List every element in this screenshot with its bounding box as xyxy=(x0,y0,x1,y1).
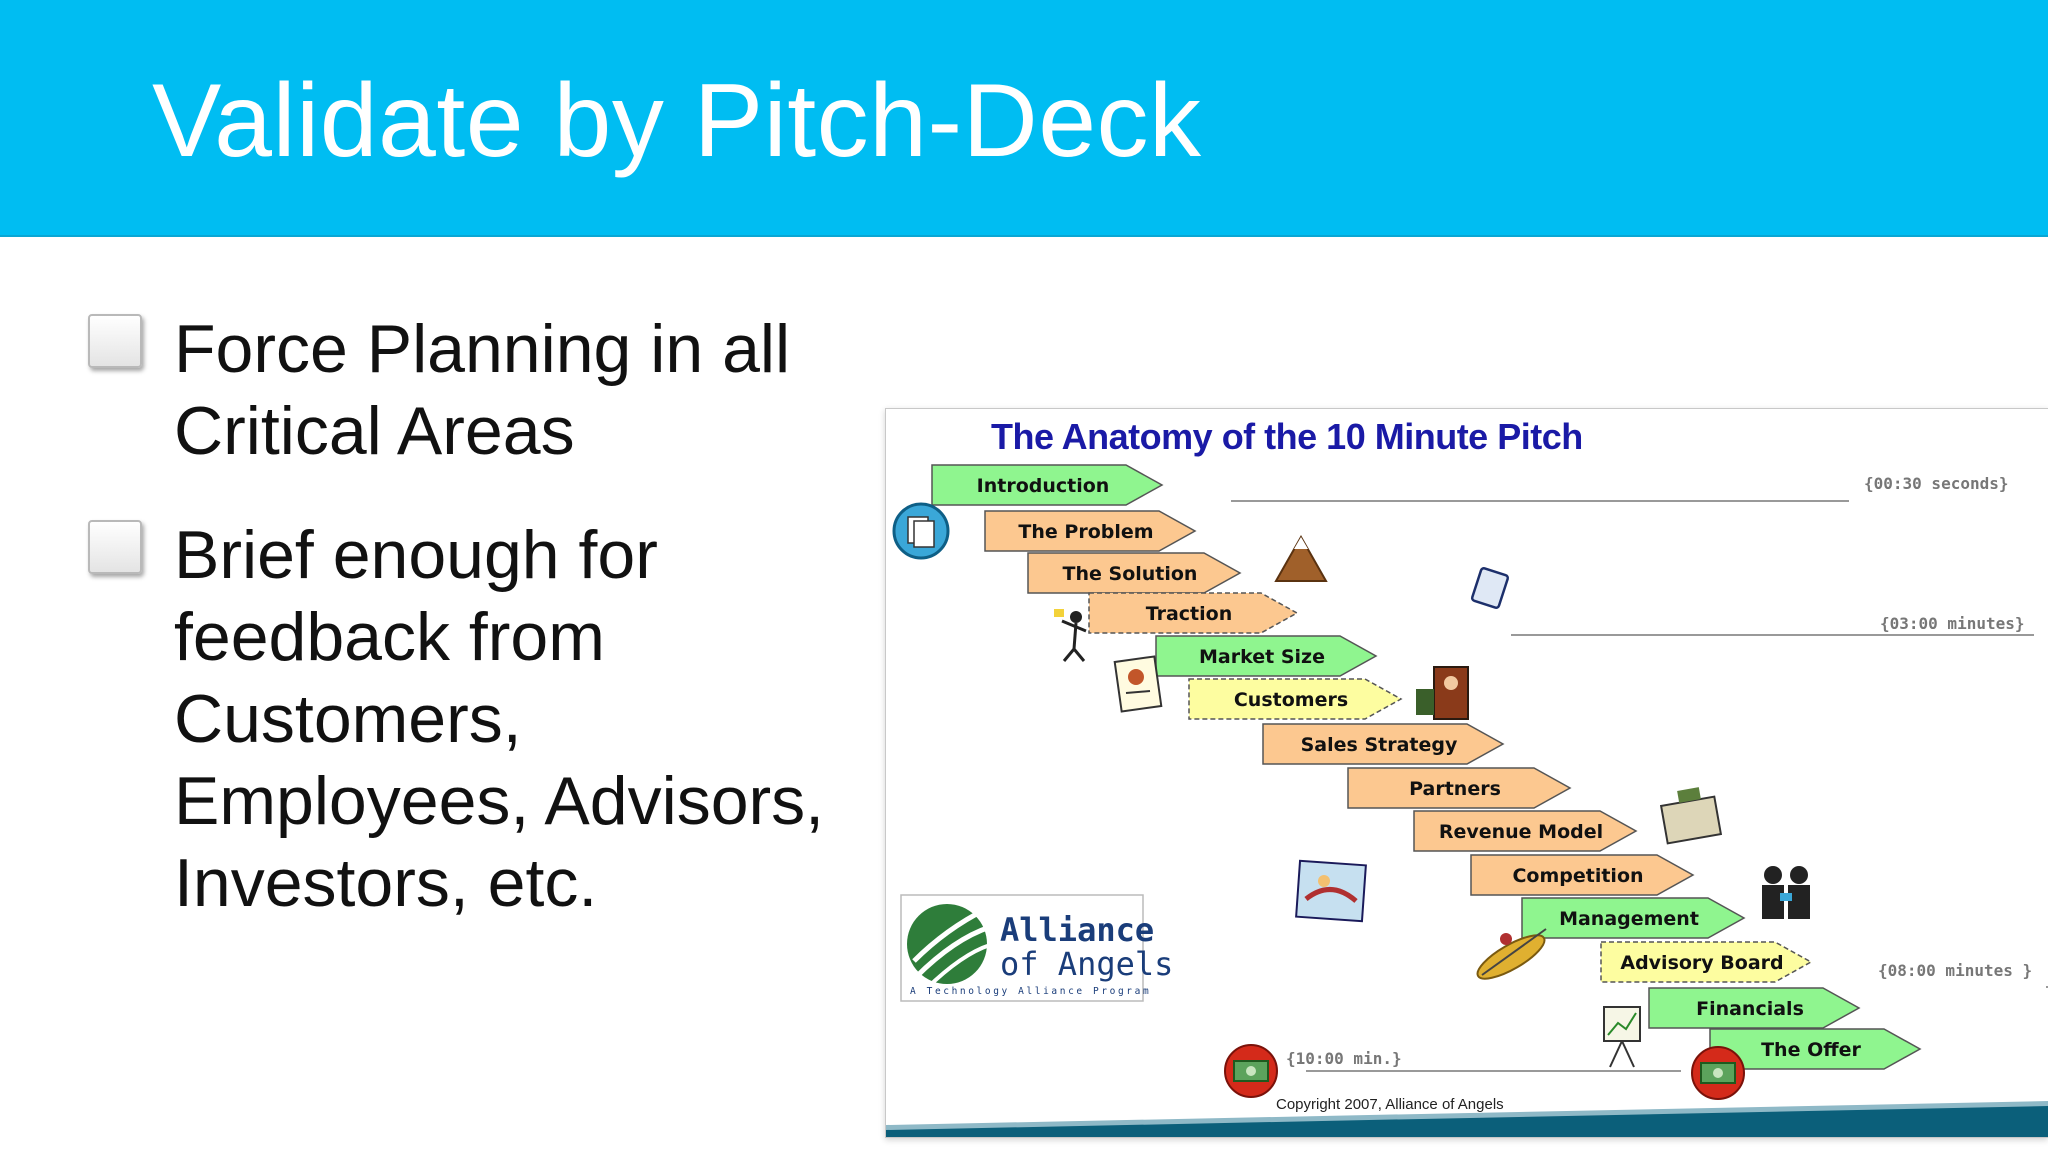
copyright-text: Copyright 2007, Alliance of Angels xyxy=(1276,1096,1504,1113)
time-mark-label: {03:00 minutes} xyxy=(1880,614,2025,633)
pitch-step-label: The Solution xyxy=(1063,563,1198,585)
pitch-step-shape xyxy=(1188,678,1403,720)
pitch-step-shape xyxy=(1521,897,1746,939)
pitch-step-arrow: Introduction xyxy=(931,464,1164,506)
pitch-step-shape xyxy=(1470,854,1695,896)
figure-title: The Anatomy of the 10 Minute Pitch xyxy=(991,416,1583,457)
pitch-step-shape xyxy=(1027,552,1242,594)
pitch-step-label: Revenue Model xyxy=(1439,821,1603,843)
pitch-anatomy-figure: The Anatomy of the 10 Minute Pitch {00:3… xyxy=(885,408,2048,1138)
pitch-step-label: The Offer xyxy=(1761,1039,1861,1061)
rowing-icon xyxy=(1476,928,1547,980)
pitch-step-arrow: Traction xyxy=(1088,592,1299,634)
pitch-step-arrow: Customers xyxy=(1188,678,1403,720)
cash-register-icon xyxy=(1659,787,1723,845)
rafting-icon xyxy=(1295,859,1367,923)
pitch-step-label: Market Size xyxy=(1199,646,1325,668)
alliance-of-angels-logo: Alliance of Angels A Technology Alliance… xyxy=(900,894,1173,1002)
pitch-step-arrow: Partners xyxy=(1347,767,1572,809)
pitch-step-arrow: The Offer xyxy=(1709,1028,1922,1070)
pitch-step-arrow: Market Size xyxy=(1155,635,1378,677)
runner-icon xyxy=(1054,609,1087,662)
pitch-step-shape xyxy=(1413,810,1638,852)
time-mark-label: {08:00 minutes } xyxy=(1878,961,2032,980)
pitch-step-label: Traction xyxy=(1146,603,1233,625)
pitch-step-label: Financials xyxy=(1696,998,1804,1020)
title-bar: Validate by Pitch-Deck xyxy=(0,0,2048,237)
pitch-step-label: Advisory Board xyxy=(1620,952,1783,974)
bullet-list: Force Planning in all Critical Areas Bri… xyxy=(88,308,868,966)
mountain-icon xyxy=(1274,534,1328,582)
pitch-step-label: Sales Strategy xyxy=(1301,734,1458,756)
time-mark-label: {00:30 seconds} xyxy=(1864,474,2009,493)
pitch-step-shape xyxy=(1600,941,1813,983)
bullet-text: Force Planning in all Critical Areas xyxy=(174,311,791,469)
easel-chart-icon xyxy=(1603,1006,1641,1068)
money-icon xyxy=(1224,1044,1278,1098)
logo-tagline: A Technology Alliance Program xyxy=(910,986,1151,997)
pitch-step-arrow: Revenue Model xyxy=(1413,810,1638,852)
pitch-step-arrow: Advisory Board xyxy=(1600,941,1813,983)
pitch-step-arrow: The Solution xyxy=(1027,552,1242,594)
clipboard-icon xyxy=(1470,567,1510,609)
documents-icon xyxy=(892,502,950,560)
bullet-item: Force Planning in all Critical Areas xyxy=(88,308,868,472)
store-clerk-icon xyxy=(1416,666,1469,720)
bottom-swoosh xyxy=(886,1105,2048,1137)
handshake-icon xyxy=(1762,866,1810,919)
pitch-step-arrow: Sales Strategy xyxy=(1262,723,1505,765)
pitch-step-arrow: Management xyxy=(1521,897,1746,939)
pitch-step-arrow: The Problem xyxy=(984,510,1197,552)
pitch-step-arrow: Financials xyxy=(1648,987,1861,1029)
checkbox-icon xyxy=(88,314,142,368)
pitch-step-label: Management xyxy=(1559,908,1699,930)
logo-line2: of Angels xyxy=(1000,945,1173,983)
pitch-step-shape xyxy=(1648,987,1861,1029)
checkbox-icon xyxy=(88,520,142,574)
bullet-item: Brief enough for feedback from Customers… xyxy=(88,514,868,924)
money-icon xyxy=(1691,1046,1745,1100)
pitch-step-arrow: Competition xyxy=(1470,854,1695,896)
report-icon xyxy=(1113,655,1163,713)
pitch-step-shape xyxy=(1262,723,1505,765)
slide-title: Validate by Pitch-Deck xyxy=(152,63,1202,179)
pitch-step-shape xyxy=(1088,592,1299,634)
pitch-step-label: Customers xyxy=(1234,689,1348,711)
pitch-step-label: The Problem xyxy=(1018,521,1153,543)
pitch-step-label: Introduction xyxy=(977,475,1110,497)
bottom-swoosh-shadow xyxy=(886,1101,2048,1130)
bullet-text: Brief enough for feedback from Customers… xyxy=(174,517,825,921)
pitch-step-shape xyxy=(1347,767,1572,809)
pitch-step-label: Competition xyxy=(1512,865,1643,887)
pitch-step-shape xyxy=(984,510,1197,552)
pitch-step-shape xyxy=(931,464,1164,506)
time-mark-label: {10:00 min.} xyxy=(1286,1049,1402,1068)
pitch-step-label: Partners xyxy=(1409,778,1501,800)
logo-line1: Alliance xyxy=(1000,911,1154,949)
